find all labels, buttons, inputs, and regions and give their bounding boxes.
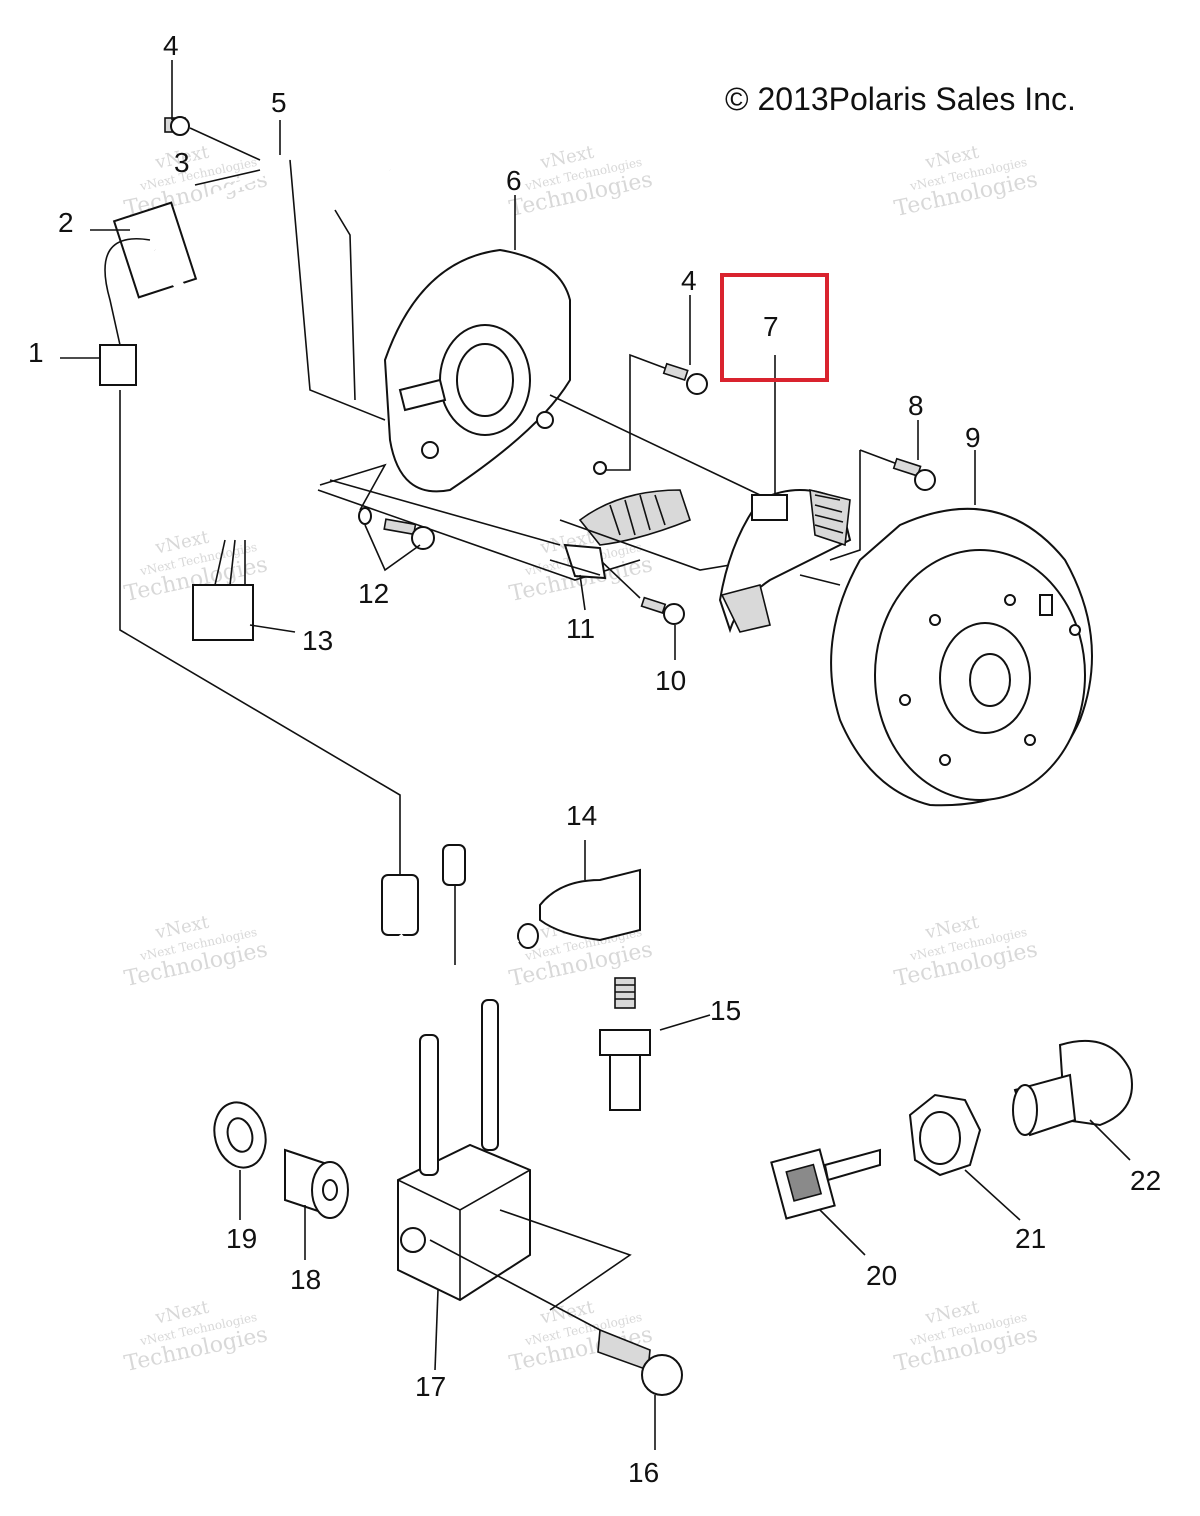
screw-4-top	[164, 116, 261, 161]
callout-4-stator: 4	[681, 265, 697, 296]
bolt-16	[597, 1328, 683, 1450]
watermark: vNext vNext Technologies Technologies	[507, 142, 655, 222]
callout-10: 10	[655, 665, 686, 696]
watermark: vNext vNext Technologies Technologies	[892, 912, 1040, 992]
callout-12: 12	[358, 578, 389, 609]
bolt-4-stator	[593, 353, 708, 475]
bolt-12	[319, 463, 435, 550]
callout-19: 19	[226, 1223, 257, 1254]
callout-1: 1	[28, 337, 44, 368]
puller-22	[1012, 1039, 1133, 1161]
callout-3: 3	[174, 147, 190, 178]
bolt-8	[829, 449, 936, 561]
callout-13: 13	[302, 625, 333, 656]
watermark: vNext vNext Technologies Technologies	[122, 1297, 270, 1377]
pulse-coil	[549, 394, 852, 634]
callout-8: 8	[908, 390, 924, 421]
callout-7: 7	[763, 311, 779, 342]
callout-15: 15	[710, 995, 741, 1026]
nut-21	[908, 1093, 1021, 1221]
highlight-box-7: 7	[720, 273, 829, 382]
stator-coils	[317, 479, 761, 581]
callout-9: 9	[965, 422, 981, 453]
watermark: vNext vNext Technologies Technologies	[122, 912, 270, 992]
wiring-harness	[99, 151, 401, 880]
spark-plug-15	[599, 977, 711, 1111]
callout-5: 5	[271, 87, 287, 118]
key-20	[770, 1148, 881, 1256]
callout-18: 18	[290, 1264, 321, 1295]
callout-11: 11	[566, 613, 595, 644]
callout-21: 21	[1015, 1223, 1046, 1254]
leader-lines	[60, 60, 976, 660]
callout-2: 2	[58, 207, 74, 238]
spacer-18	[284, 1148, 349, 1260]
ignition-connectors	[381, 844, 500, 1156]
ignition-coil-17	[397, 999, 632, 1371]
callout-16: 16	[628, 1457, 659, 1488]
stator-plate	[383, 248, 571, 493]
callouts: 1 2 3 4 4 5 6 8 9 10 11 12 13 14 15 16 1…	[28, 30, 1161, 1488]
callout-22: 22	[1130, 1165, 1161, 1196]
callout-17: 17	[415, 1371, 446, 1402]
watermark: vNext vNext Technologies Technologies	[892, 1297, 1040, 1377]
copyright-text: © 2013Polaris Sales Inc.	[725, 81, 1076, 117]
clamp-11	[549, 543, 607, 580]
bolt-10	[599, 559, 685, 625]
washer-19	[213, 1101, 267, 1220]
callout-6: 6	[506, 165, 522, 196]
callout-14: 14	[566, 800, 597, 831]
callout-4: 4	[163, 30, 179, 61]
callout-20: 20	[866, 1260, 897, 1291]
watermark: vNext vNext Technologies Technologies	[892, 142, 1040, 222]
flywheel	[830, 507, 1093, 807]
highlight-frame	[720, 273, 829, 382]
